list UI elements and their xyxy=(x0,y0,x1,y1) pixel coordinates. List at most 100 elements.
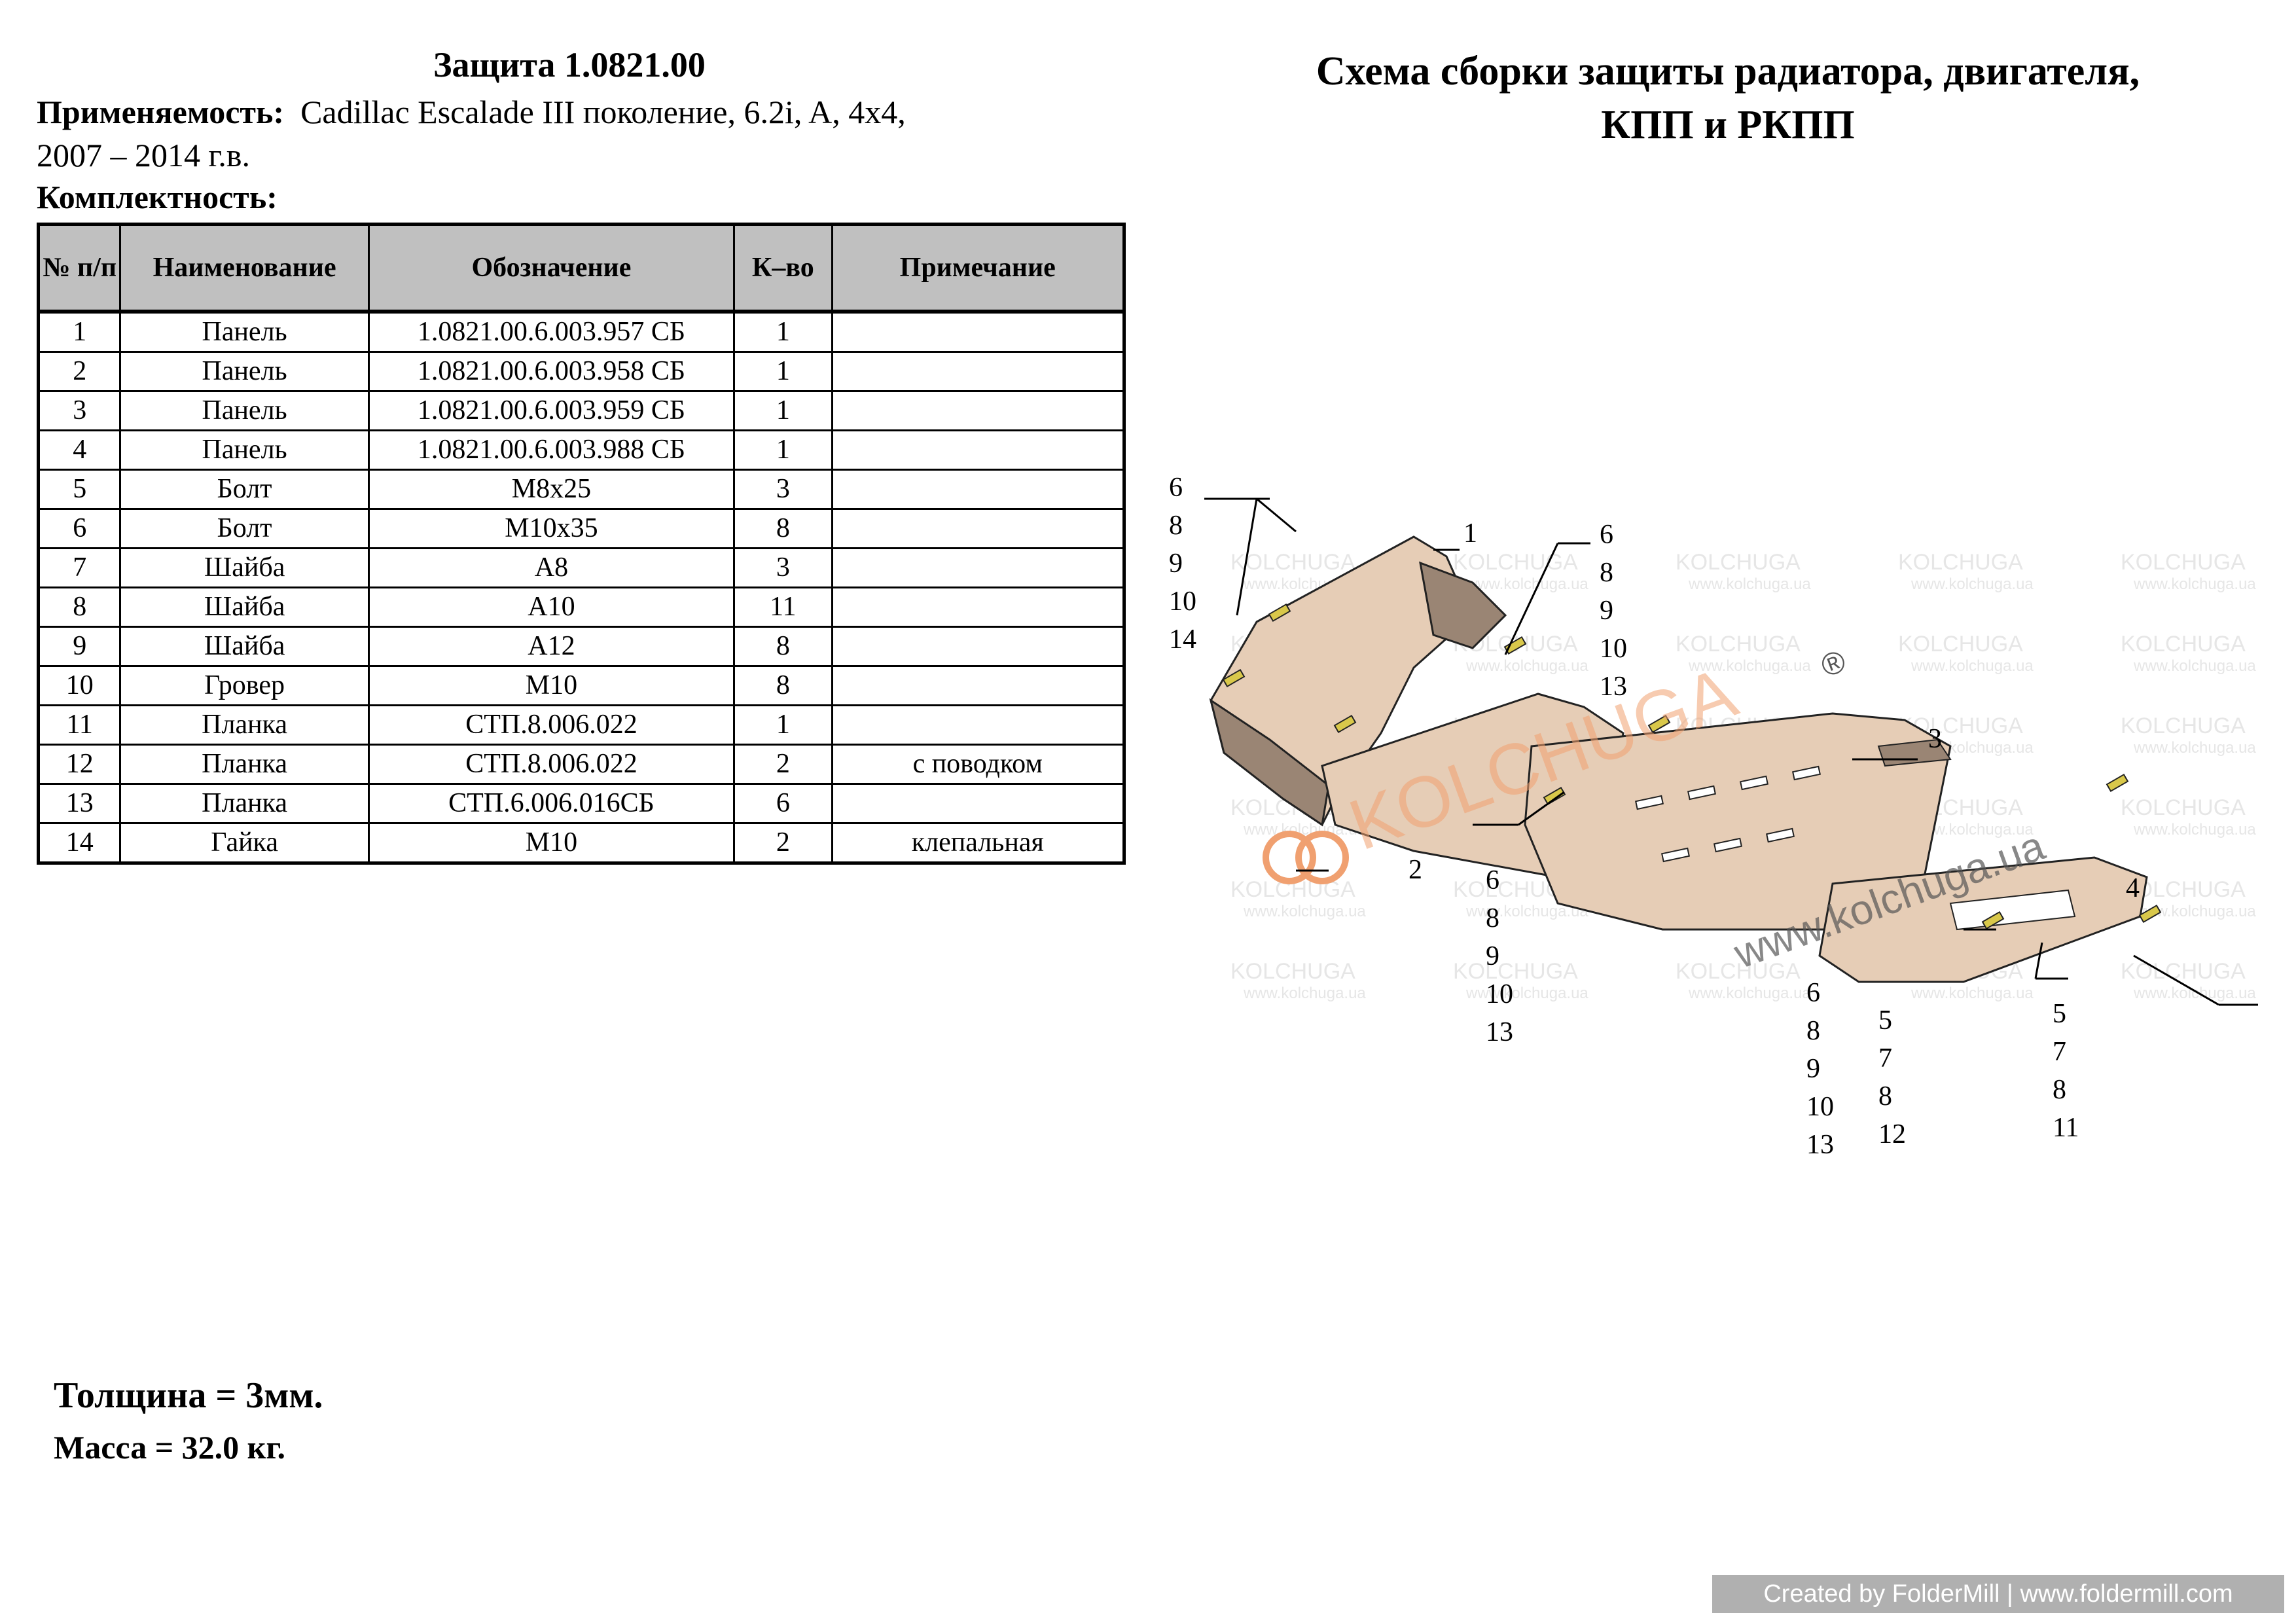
watermark-brand: KOLCHUGA xyxy=(1230,550,1355,575)
callout-lowmid-2: 7 xyxy=(1878,1043,1892,1074)
callout-panel1: 1 xyxy=(1463,518,1477,549)
row-code: A10 xyxy=(367,586,736,628)
row-code: M10 xyxy=(367,665,736,706)
callout-topleft-1: 6 xyxy=(1169,473,1183,503)
applicability-vehicle: Cadillac Escalade III поколение, 6.2i, A… xyxy=(300,94,906,130)
row-name: Панель xyxy=(119,429,370,471)
footer-banner[interactable]: Created by FolderMill | www.foldermill.c… xyxy=(1712,1575,2284,1613)
mass-spec: Масса = 32.0 кг. xyxy=(54,1429,286,1466)
row-note: с поводком xyxy=(831,744,1125,785)
row-code: СТП.8.006.022 xyxy=(367,744,736,785)
header-qty: К–во xyxy=(733,223,833,313)
row-number: 3 xyxy=(37,390,122,431)
row-note xyxy=(831,626,1125,667)
watermark-brand: KOLCHUGA xyxy=(2121,550,2246,575)
row-qty: 1 xyxy=(733,390,833,431)
row-name: Планка xyxy=(119,783,370,824)
row-qty: 3 xyxy=(733,547,833,588)
leader-lines xyxy=(1204,497,2258,1006)
watermark-site: www.kolchuga.ua xyxy=(2133,821,2256,839)
callout-midtop-1: 6 xyxy=(1600,520,1613,550)
callout-lowright-2: 7 xyxy=(2053,1037,2066,1067)
row-note xyxy=(831,390,1125,431)
watermark-site: www.kolchuga.ua xyxy=(1910,575,2034,593)
watermark-site: www.kolchuga.ua xyxy=(1465,984,1588,1002)
watermark-brand: KOLCHUGA xyxy=(1453,550,1578,575)
row-number: 13 xyxy=(37,783,122,824)
row-note xyxy=(831,704,1125,746)
watermark-site: www.kolchuga.ua xyxy=(1688,984,1811,1002)
document-title: Защита 1.0821.00 xyxy=(433,45,706,84)
row-number: 12 xyxy=(37,744,122,785)
row-number: 7 xyxy=(37,547,122,588)
watermark-site: www.kolchuga.ua xyxy=(1688,575,1811,593)
row-number: 8 xyxy=(37,586,122,628)
watermark-brand: KOLCHUGA xyxy=(2121,959,2246,984)
row-number: 4 xyxy=(37,429,122,471)
row-name: Планка xyxy=(119,744,370,785)
callout-lowmid-3: 8 xyxy=(1878,1081,1892,1111)
row-qty: 8 xyxy=(733,665,833,706)
row-note xyxy=(831,351,1125,392)
callout-panel3: 3 xyxy=(1928,724,1942,754)
callout-midtop-4: 10 xyxy=(1600,634,1627,664)
callout-midtop-2: 8 xyxy=(1600,558,1613,588)
callout-lowright-4: 11 xyxy=(2053,1113,2079,1143)
callouts: 6 8 9 10 14 1 6 8 9 10 13 3 2 6 8 9 10 1… xyxy=(1169,473,2140,1160)
row-code: A8 xyxy=(367,547,736,588)
row-number: 5 xyxy=(37,469,122,510)
panel-4 xyxy=(1818,856,2148,983)
callout-panel2: 2 xyxy=(1408,855,1422,885)
row-number: 1 xyxy=(37,310,122,353)
scheme-title-line2: КПП и РКПП xyxy=(1601,103,1855,147)
row-qty: 2 xyxy=(733,822,833,864)
row-name: Панель xyxy=(119,351,370,392)
row-note: клепальная xyxy=(831,822,1125,864)
watermark-brand: KOLCHUGA xyxy=(2121,795,2246,820)
callout-midtop-5: 13 xyxy=(1600,672,1627,702)
applicability: Применяемость: Cadillac Escalade III пок… xyxy=(37,90,1136,177)
callout-midbottom-1: 6 xyxy=(1486,865,1499,895)
row-name: Панель xyxy=(119,390,370,431)
row-code: M10 xyxy=(367,822,736,864)
callout-midbottom-5: 13 xyxy=(1486,1017,1513,1047)
row-code: A12 xyxy=(367,626,736,667)
row-name: Планка xyxy=(119,704,370,746)
watermark-site: www.kolchuga.ua xyxy=(1465,657,1588,675)
header-name: Наименование xyxy=(119,223,370,313)
watermark-site: www.kolchuga.ua xyxy=(1910,984,2034,1002)
callout-topleft-2: 8 xyxy=(1169,511,1183,541)
callout-panel4: 4 xyxy=(2126,873,2140,903)
watermark-site: www.kolchuga.ua xyxy=(2133,657,2256,675)
assembly-diagram: KOLCHUGAwww.kolchuga.uaKOLCHUGAwww.kolch… xyxy=(1169,473,2258,1160)
row-qty: 1 xyxy=(733,351,833,392)
watermark-brand: KOLCHUGA xyxy=(1676,959,1801,984)
row-number: 11 xyxy=(37,704,122,746)
watermark-site: www.kolchuga.ua xyxy=(1465,575,1588,593)
row-number: 6 xyxy=(37,508,122,549)
row-note xyxy=(831,469,1125,510)
callout-lowleft-4: 10 xyxy=(1806,1092,1834,1122)
row-note xyxy=(831,586,1125,628)
callout-lowleft-5: 13 xyxy=(1806,1130,1834,1160)
row-name: Гровер xyxy=(119,665,370,706)
row-note xyxy=(831,429,1125,471)
row-code: СТП.6.006.016СБ xyxy=(367,783,736,824)
watermark-brand: KOLCHUGA xyxy=(2121,632,2246,657)
watermark-brand: KOLCHUGA xyxy=(1898,550,2023,575)
callout-lowright-1: 5 xyxy=(2053,999,2066,1029)
row-qty: 1 xyxy=(733,704,833,746)
row-qty: 3 xyxy=(733,469,833,510)
row-qty: 1 xyxy=(733,429,833,471)
callout-lowmid-4: 12 xyxy=(1878,1119,1906,1149)
row-name: Болт xyxy=(119,508,370,549)
